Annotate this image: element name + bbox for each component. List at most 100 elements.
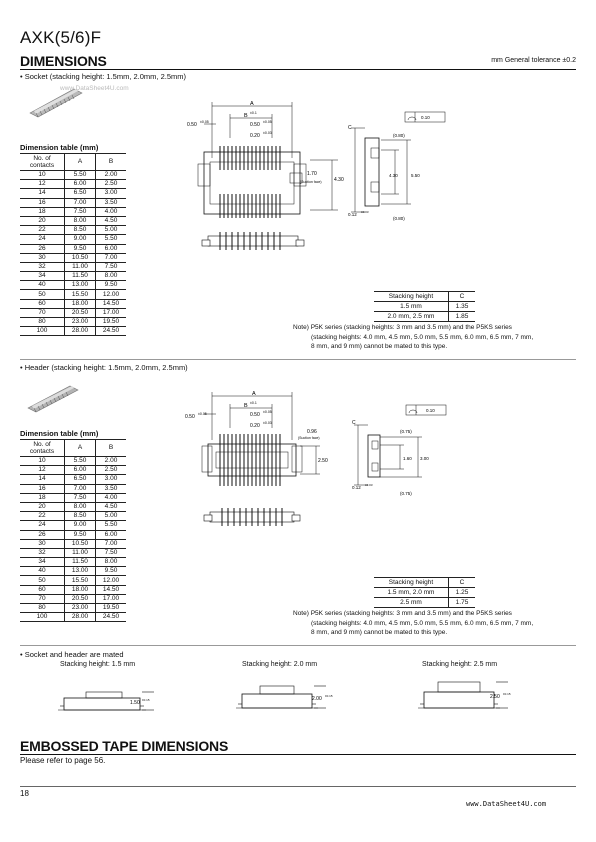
side-bottom: (0.80) [393, 216, 405, 221]
sh-header-height: Stacking height [374, 577, 449, 588]
cell-b: 12.00 [95, 575, 126, 586]
cell-contacts: 30 [20, 538, 65, 549]
cell-b: 5.50 [95, 234, 126, 245]
cell-contacts: 22 [20, 511, 65, 522]
cell-contacts: 70 [20, 593, 65, 605]
side-bottom: (0.75) [400, 491, 412, 496]
cell-b: 8.00 [95, 271, 126, 282]
side-outer: 5.50 [411, 173, 420, 178]
col-a: A [64, 153, 96, 171]
cell-contacts: 24 [20, 520, 65, 531]
sh-row-height: 1.5 mm, 2.0 mm [374, 587, 449, 598]
cell-a: 9.50 [64, 243, 96, 254]
dim-a-label: A [250, 101, 254, 107]
side-c-label: C [352, 420, 356, 426]
dim-width-small: 0.20 [250, 133, 260, 139]
cell-contacts: 60 [20, 584, 65, 595]
cell-b: 8.00 [95, 557, 126, 568]
mated-tol-1: ±0.15 [142, 698, 150, 702]
cell-a: 9.00 [64, 234, 96, 245]
col-b: B [95, 153, 126, 171]
cell-a: 18.00 [64, 298, 96, 309]
dim-b-label: B [244, 113, 248, 119]
side-outer: 3.00 [420, 456, 429, 461]
cell-contacts: 10 [20, 455, 65, 467]
cell-b: 2.00 [95, 455, 126, 467]
cell-b: 14.50 [95, 298, 126, 309]
cell-b: 7.50 [95, 261, 126, 273]
cell-b: 4.50 [95, 215, 126, 227]
dim-left-tol: ±0.05 [198, 412, 207, 416]
cell-contacts: 34 [20, 557, 65, 568]
tape-rule [20, 754, 576, 755]
cell-a: 8.50 [64, 225, 96, 236]
cell-b: 7.50 [95, 547, 126, 559]
cell-a: 6.50 [64, 188, 96, 199]
cell-a: 23.00 [64, 316, 96, 328]
cell-b: 4.00 [95, 492, 126, 503]
flatness-value: 0.10 [421, 115, 430, 120]
dim-width-small-tol: ±0.03 [263, 421, 272, 425]
mated-label-3: Stacking height: 2.5 mm [422, 661, 498, 668]
cell-contacts: 34 [20, 271, 65, 282]
cell-contacts: 100 [20, 326, 65, 337]
cell-a: 18.00 [64, 584, 96, 595]
sh-row-height: 1.5 mm [374, 301, 449, 312]
col-contacts: No. of contacts [20, 153, 65, 171]
side-mid: 1.60 [403, 456, 412, 461]
cell-b: 7.00 [95, 252, 126, 263]
cell-b: 12.00 [95, 289, 126, 300]
mated-tol-3: ±0.15 [503, 692, 511, 696]
mated-value-2: 2.00 [312, 696, 322, 702]
cell-b: 5.50 [95, 520, 126, 531]
socket-top-view-drawing: A B ±0.1 0.50 ±0.05 0.50 ±0.05 0.20 ±0.0… [187, 101, 344, 250]
cell-b: 6.00 [95, 529, 126, 540]
sh-row-c: 1.85 [448, 311, 475, 322]
sh-row-height: 2.0 mm, 2.5 mm [374, 311, 449, 322]
note-line: (stacking heights: 4.0 mm, 4.5 mm, 5.0 m… [311, 333, 534, 341]
side-top: (0.80) [393, 133, 405, 138]
dim-b-tol: ±0.1 [250, 111, 257, 115]
cell-b: 3.50 [95, 197, 126, 208]
mated-tol-2: ±0.15 [325, 694, 333, 698]
cell-contacts: 70 [20, 307, 65, 319]
cell-b: 6.00 [95, 243, 126, 254]
dim-b-tol: ±0.1 [250, 401, 257, 405]
socket-side-view-drawing: 0.10 C (0.80) 4.30 5.50 (0.80) 0.12 ±0.0… [348, 111, 446, 221]
footer-rule [20, 786, 576, 787]
cell-a: 8.50 [64, 511, 96, 522]
cell-contacts: 10 [20, 169, 65, 181]
dim-b-label: B [244, 403, 248, 409]
side-c-label: C [348, 125, 352, 131]
cell-a: 28.00 [64, 612, 96, 623]
part-title: AXK(5/6)F [20, 28, 102, 47]
cell-contacts: 60 [20, 298, 65, 309]
dim-suction-value: 1.70 [307, 171, 317, 177]
cell-contacts: 40 [20, 566, 65, 577]
note-line: Note) P5K series (stacking heights: 3 mm… [293, 610, 512, 617]
cell-b: 2.50 [95, 179, 126, 190]
socket-photo [29, 88, 83, 118]
side-top: (0.75) [400, 429, 412, 434]
col-contacts: No. of contacts [20, 439, 65, 457]
cell-a: 20.50 [64, 307, 96, 319]
cell-contacts: 12 [20, 179, 65, 190]
header-photo [27, 385, 79, 413]
mated-drawing-1: 1.50 ±0.15 [58, 691, 154, 711]
sh-header-height: Stacking height [374, 291, 449, 302]
cell-contacts: 30 [20, 252, 65, 263]
